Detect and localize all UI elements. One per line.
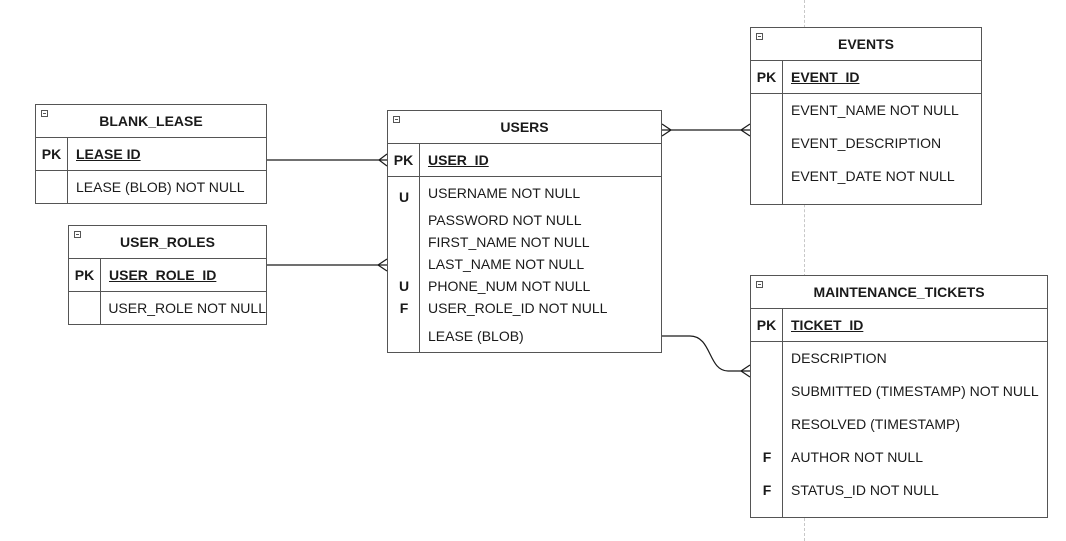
field-row[interactable]: EVENT_DATE NOT NULL	[751, 166, 981, 186]
entity-header[interactable]: BLANK_LEASE	[36, 105, 266, 138]
field-list: USER_ROLE NOT NULL	[69, 292, 266, 324]
field-name: PASSWORD NOT NULL	[428, 212, 582, 228]
field-list: U USERNAME NOT NULL PASSWORD NOT NULL FI…	[388, 177, 661, 352]
entity-title: USER_ROLES	[120, 234, 215, 250]
field-name: SUBMITTED (TIMESTAMP) NOT NULL	[791, 383, 1039, 399]
pk-label: PK	[751, 61, 783, 93]
entity-header[interactable]: USER_ROLES	[69, 226, 266, 259]
entity-header[interactable]: MAINTENANCE_TICKETS	[751, 276, 1047, 309]
relationship-blank-lease-users[interactable]	[267, 153, 388, 167]
entity-title: MAINTENANCE_TICKETS	[813, 284, 985, 300]
key-column	[36, 171, 68, 203]
entity-blank-lease[interactable]: BLANK_LEASE PK LEASE ID LEASE (BLOB) NOT…	[35, 104, 267, 204]
pk-field-name: EVENT_ID	[791, 69, 860, 85]
entity-events[interactable]: EVENTS PK EVENT_ID EVENT_NAME NOT NULL E…	[750, 27, 982, 205]
entity-header[interactable]: USERS	[388, 111, 661, 144]
collapse-icon[interactable]	[756, 33, 763, 40]
pk-label: PK	[751, 309, 783, 341]
entity-title: BLANK_LEASE	[99, 113, 203, 129]
field-row[interactable]: SUBMITTED (TIMESTAMP) NOT NULL	[751, 381, 1047, 401]
field-row[interactable]: F STATUS_ID NOT NULL	[751, 480, 1047, 500]
collapse-icon[interactable]	[74, 231, 81, 238]
field-name: STATUS_ID NOT NULL	[791, 482, 939, 498]
pk-label: PK	[69, 259, 101, 291]
field-row[interactable]: PASSWORD NOT NULL	[388, 210, 661, 230]
field-row[interactable]: U PHONE_NUM NOT NULL	[388, 276, 661, 296]
entity-maintenance-tickets[interactable]: MAINTENANCE_TICKETS PK TICKET_ID DESCRIP…	[750, 275, 1048, 518]
field-row[interactable]: EVENT_NAME NOT NULL	[751, 100, 981, 120]
field-name: DESCRIPTION	[791, 350, 887, 366]
key-column	[751, 342, 783, 517]
field-name: USER_ROLE_ID NOT NULL	[428, 300, 608, 316]
entity-header[interactable]: EVENTS	[751, 28, 981, 61]
field-key: F	[399, 300, 409, 316]
field-row[interactable]: LEASE (BLOB) NOT NULL	[36, 177, 266, 197]
field-key: F	[762, 449, 772, 465]
pk-label: PK	[388, 144, 420, 176]
field-list: DESCRIPTION SUBMITTED (TIMESTAMP) NOT NU…	[751, 342, 1047, 517]
pk-field-name: LEASE ID	[76, 146, 141, 162]
primary-key-row[interactable]: PK EVENT_ID	[751, 61, 981, 94]
field-name: PHONE_NUM NOT NULL	[428, 278, 591, 294]
field-name: EVENT_NAME NOT NULL	[791, 102, 959, 118]
field-name: LEASE (BLOB) NOT NULL	[76, 179, 245, 195]
field-name: AUTHOR NOT NULL	[791, 449, 923, 465]
primary-key-row[interactable]: PK LEASE ID	[36, 138, 266, 171]
field-row[interactable]: LAST_NAME NOT NULL	[388, 254, 661, 274]
field-list: EVENT_NAME NOT NULL EVENT_DESCRIPTION EV…	[751, 94, 981, 204]
field-name: LAST_NAME NOT NULL	[428, 256, 585, 272]
pk-field-name: TICKET_ID	[791, 317, 864, 333]
field-row[interactable]: F AUTHOR NOT NULL	[751, 447, 1047, 467]
entity-title: USERS	[500, 119, 549, 135]
primary-key-row[interactable]: PK TICKET_ID	[751, 309, 1047, 342]
relationship-user-roles-users[interactable]	[267, 258, 388, 272]
primary-key-row[interactable]: PK USER_ID	[388, 144, 661, 177]
collapse-icon[interactable]	[756, 281, 763, 288]
field-row[interactable]: DESCRIPTION	[751, 348, 1047, 368]
key-column	[69, 292, 101, 324]
field-name: USERNAME NOT NULL	[428, 185, 581, 201]
primary-key-row[interactable]: PK USER_ROLE_ID	[69, 259, 266, 292]
field-name: FIRST_NAME NOT NULL	[428, 234, 590, 250]
collapse-icon[interactable]	[41, 110, 48, 117]
field-name: LEASE (BLOB)	[428, 328, 524, 344]
entity-user-roles[interactable]: USER_ROLES PK USER_ROLE_ID USER_ROLE NOT…	[68, 225, 267, 325]
field-name: USER_ROLE NOT NULL	[108, 300, 266, 316]
field-list: LEASE (BLOB) NOT NULL	[36, 171, 266, 203]
field-row[interactable]: LEASE (BLOB)	[388, 326, 661, 346]
field-name: RESOLVED (TIMESTAMP)	[791, 416, 961, 432]
field-row[interactable]: F USER_ROLE_ID NOT NULL	[388, 298, 661, 318]
pk-field-name: USER_ROLE_ID	[109, 267, 217, 283]
entity-users[interactable]: USERS PK USER_ID U USERNAME NOT NULL PAS…	[387, 110, 662, 353]
field-key: U	[398, 278, 410, 294]
field-row[interactable]: USER_ROLE NOT NULL	[69, 298, 266, 318]
relationship-users-events[interactable]	[661, 123, 751, 137]
relationship-users-maintenance-tickets[interactable]	[662, 335, 751, 378]
entity-title: EVENTS	[837, 36, 894, 52]
collapse-icon[interactable]	[393, 116, 400, 123]
field-row[interactable]: FIRST_NAME NOT NULL	[388, 232, 661, 252]
field-row[interactable]: U USERNAME NOT NULL	[388, 183, 661, 205]
pk-label: PK	[36, 138, 68, 170]
page-guide-line	[804, 0, 805, 541]
field-row[interactable]: RESOLVED (TIMESTAMP)	[751, 414, 1047, 434]
field-row[interactable]: EVENT_DESCRIPTION	[751, 133, 981, 153]
key-column	[388, 177, 420, 352]
key-column	[751, 94, 783, 204]
field-name: EVENT_DATE NOT NULL	[791, 168, 955, 184]
field-name: EVENT_DESCRIPTION	[791, 135, 942, 151]
field-key: U	[398, 189, 410, 205]
field-key: F	[762, 482, 772, 498]
pk-field-name: USER_ID	[428, 152, 489, 168]
